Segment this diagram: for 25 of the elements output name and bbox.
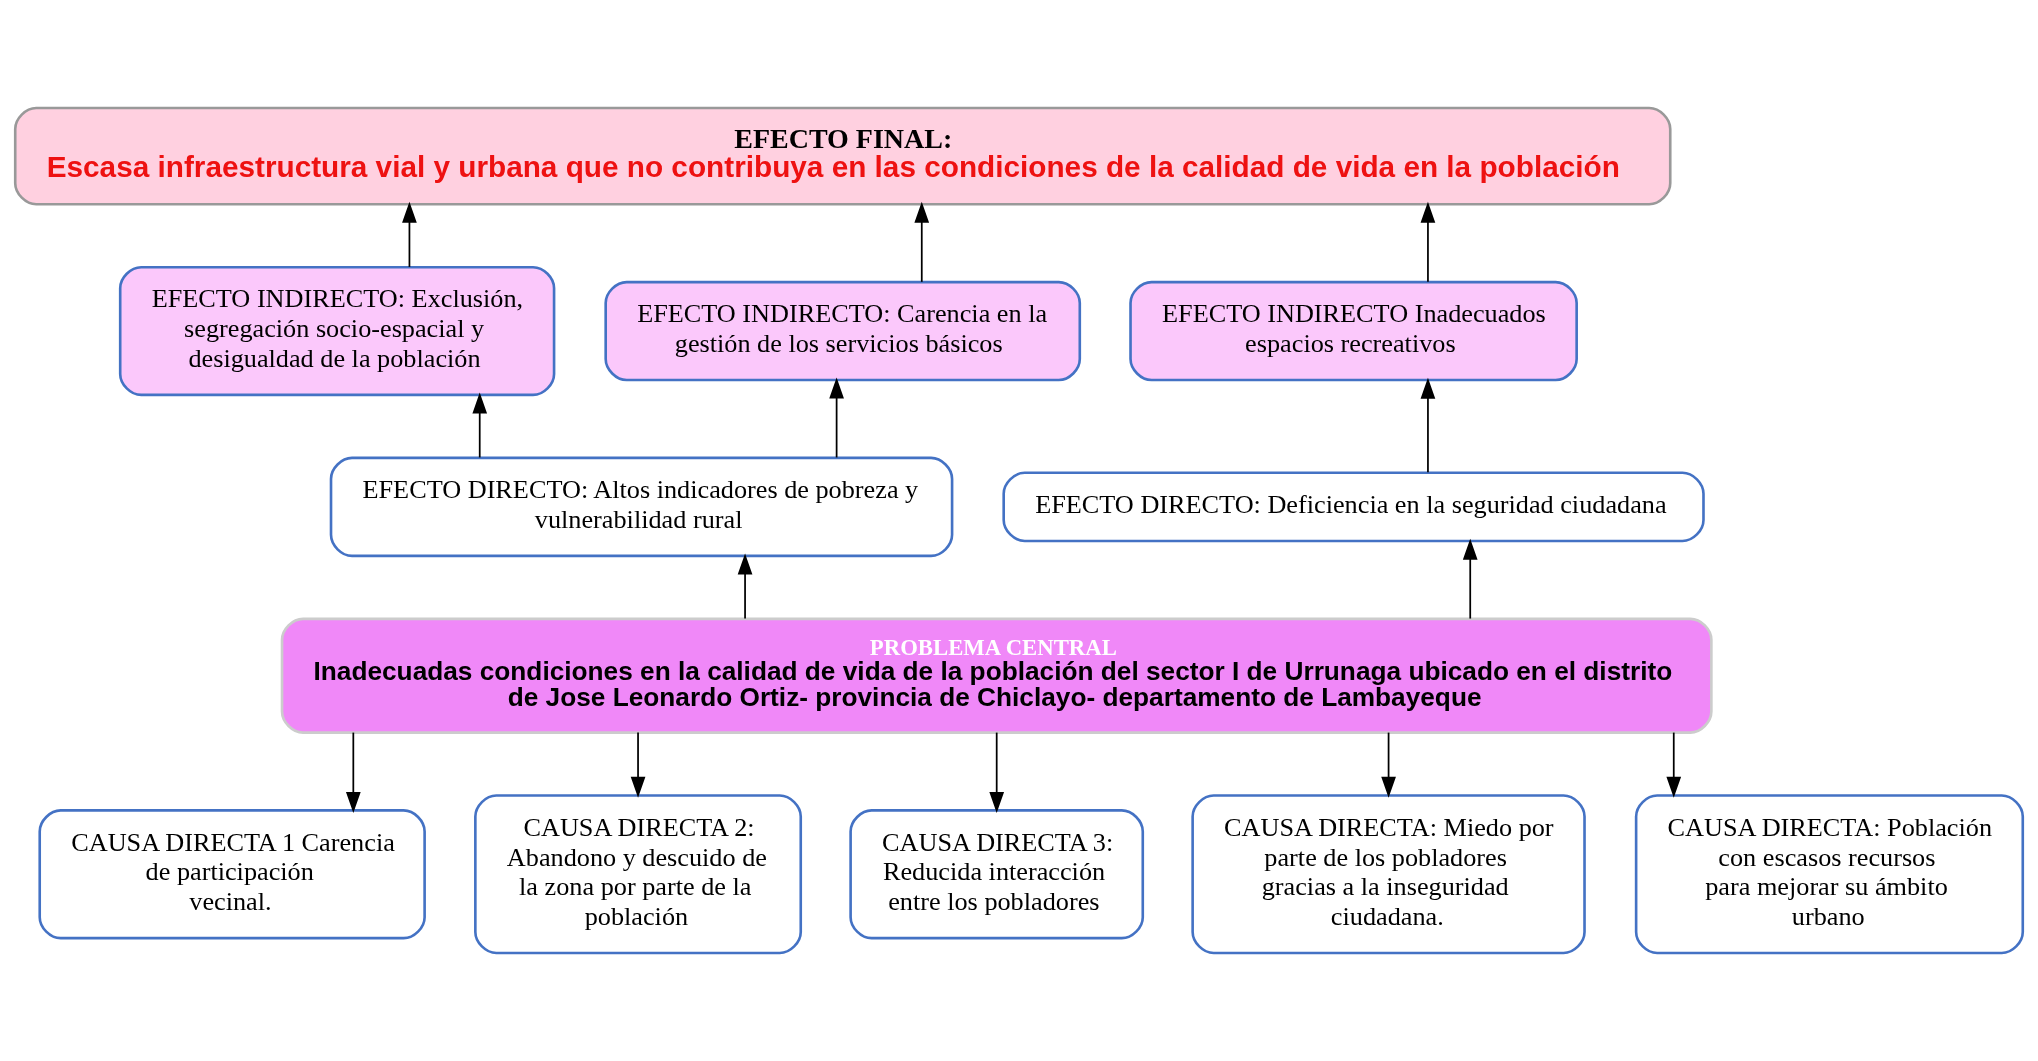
arrow [737,553,753,620]
node-box: PROBLEMA CENTRAL Inadecuadas condiciones en la calidad de vida de la población del sector I de Urrunaga ubicado en el distrito de Jose Leonardo Ortiz- provincia de Chiclayo- departamento de Lambayeque [280,617,1713,734]
arrow [345,731,361,814]
node-box: CAUSA DIRECTA: Población con escasos recursos para mejorar su ámbito urbano [1634,794,2025,955]
node-box: CAUSA DIRECTA 2: Abandono y descuido de la zona por parte de la población [474,794,803,955]
node-box: EFECTO INDIRECTO: Carencia en la gestión de los servicios básicos [604,280,1082,382]
arrow [630,731,646,798]
arrow [1420,201,1436,283]
arrow [914,201,930,283]
node-box: CAUSA DIRECTA: Miedo por parte de los pobladores gracias a la inseguridad ciudadana. [1191,794,1586,955]
node-box: EFECTO INDIRECTO Inadecuados espacios recreativos [1129,280,1578,382]
node-box: EFECTO INDIRECTO: Exclusión, segregación socio-espacial y desigualdad de la población [118,265,556,397]
arrow [829,377,844,459]
arrow [1666,731,1682,798]
node-box: EFECTO DIRECTO: Altos indicadores de pobreza y vulnerabilidad rural [329,456,954,558]
node-box: EFECTO DIRECTO: Deficiencia en la seguridad ciudadana [1002,471,1705,543]
node-box: CAUSA DIRECTA 3: Reducida interacción entre los pobladores [849,809,1145,940]
arrow [989,731,1005,814]
arrow [1420,377,1436,473]
node-box: EFECTO FINAL: Escasa infraestructura vial y urbana que no contribuya en las condiciones de la calidad de vida en la población [13,106,1672,206]
arrow [1381,731,1396,798]
arrow [472,392,488,459]
node-box: CAUSA DIRECTA 1 Carencia de participación vecinal. [38,809,426,940]
arrow [1462,538,1478,620]
arrow [402,201,417,268]
